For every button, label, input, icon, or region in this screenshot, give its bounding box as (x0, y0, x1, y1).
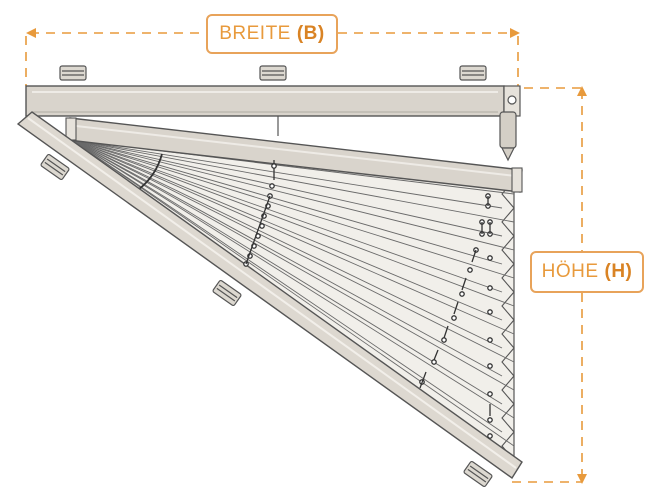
height-label-code: (H) (604, 261, 633, 282)
cord-holders-right (419, 193, 493, 439)
width-label-text: BREITE (219, 23, 291, 44)
width-dimension-line (25, 32, 519, 86)
lower-diagonal-bar (16, 111, 523, 480)
guide-cords (277, 116, 509, 150)
height-arrowheads (577, 86, 587, 484)
width-label: BREITE (B) (206, 14, 338, 54)
upper-bar (65, 117, 523, 193)
width-arrowheads (26, 28, 520, 38)
wall-brackets (59, 65, 487, 81)
height-label-text: HÖHE (541, 261, 599, 282)
height-dimension-line (512, 87, 583, 483)
width-label-code: (B) (296, 23, 325, 44)
top-rail (25, 85, 521, 117)
side-brackets (40, 153, 493, 488)
operating-handle (499, 111, 517, 162)
cord-holders-left (243, 160, 277, 267)
angle-arc (137, 153, 163, 191)
height-label: HÖHE (H) (530, 251, 644, 293)
